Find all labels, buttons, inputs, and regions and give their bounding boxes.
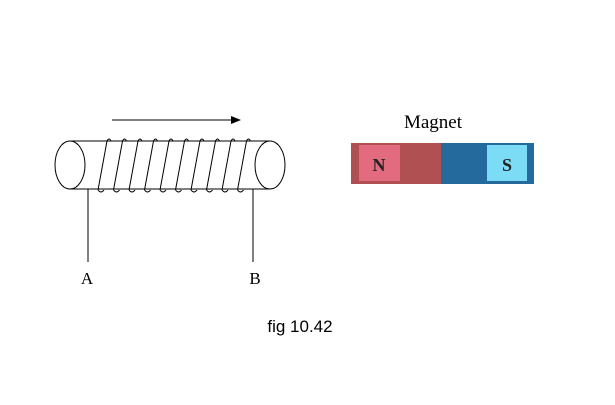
coil-turn	[221, 138, 236, 193]
magnet-label: Magnet	[404, 112, 463, 133]
coil-turn	[175, 138, 189, 193]
south-pole-label: S	[502, 155, 512, 175]
south-pole-box	[487, 145, 527, 181]
coil-turn	[113, 138, 127, 193]
figure-caption: fig 10.42	[267, 317, 332, 336]
coil-turn	[97, 138, 112, 193]
coil-turn	[237, 138, 251, 193]
coil-turn	[206, 138, 220, 193]
coil-turn	[190, 138, 205, 193]
north-pole-box	[359, 145, 400, 181]
solenoid-cylinder	[54, 140, 286, 190]
bar-magnet: N S	[351, 143, 534, 184]
label-b: B	[249, 269, 260, 288]
coil-turn	[128, 138, 143, 193]
coil-turn	[144, 138, 158, 193]
coil-windings	[97, 138, 251, 193]
coil-turn	[159, 138, 174, 193]
label-a: A	[81, 269, 94, 288]
north-pole-label: N	[373, 155, 386, 175]
